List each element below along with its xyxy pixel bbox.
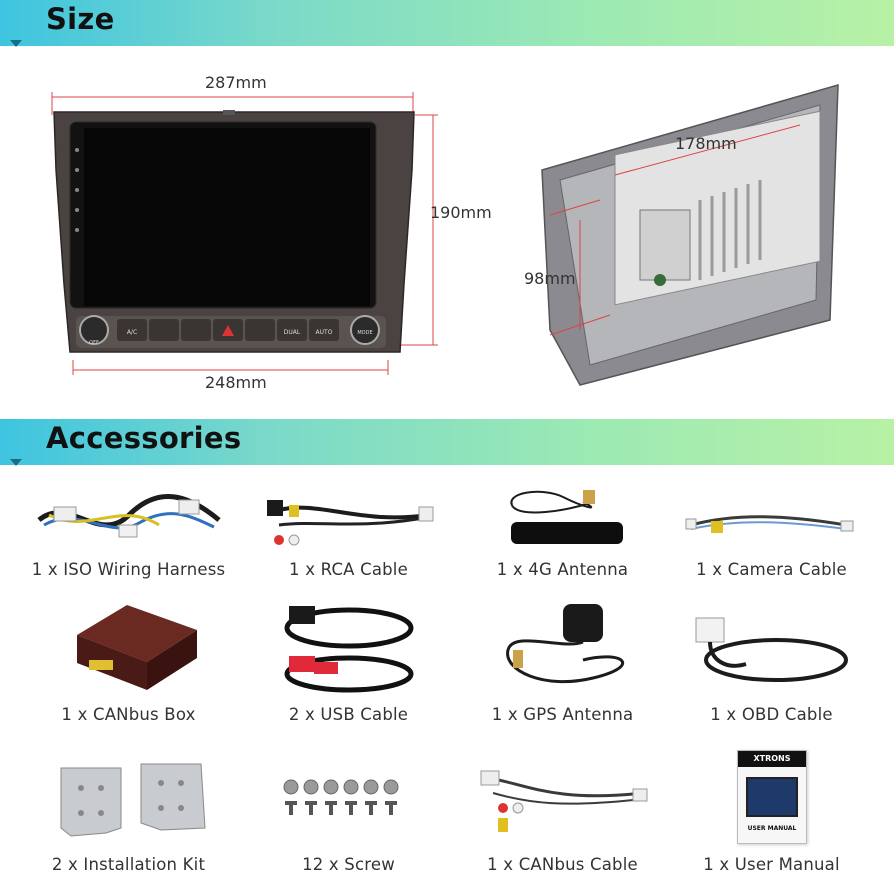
obd-cable-icon: [695, 617, 848, 682]
dimension-depth-width: 178mm: [675, 134, 737, 153]
accessory-obd-cable: 1 x OBD Cable: [660, 598, 883, 728]
gps-antenna-icon: [506, 604, 624, 684]
accessories-heading: Accessories: [46, 421, 242, 455]
accessory-user-manual: XTRONS USER MANUAL 1 x User Manual: [660, 748, 883, 875]
manual-device-image: [746, 777, 798, 817]
dimension-width-top: 287mm: [205, 73, 267, 92]
head-unit-front-view: A/C DUAL AUTO MODE OFF: [40, 70, 460, 400]
btn-auto-label: AUTO: [316, 329, 333, 336]
accessory-label: 1 x CANbus Cable: [487, 855, 638, 874]
manual-caption: USER MANUAL: [747, 825, 797, 832]
head-unit-rear-view: [520, 80, 860, 390]
accessory-label: 12 x Screw: [302, 855, 395, 874]
4g-antenna-icon: [510, 490, 623, 544]
accessory-rca-cable: 1 x RCA Cable: [237, 480, 460, 590]
dimension-depth-height: 98mm: [524, 269, 576, 288]
accessory-label: 2 x Installation Kit: [51, 855, 206, 874]
banner-corner-marker: [10, 459, 22, 466]
dimension-height: 190mm: [430, 203, 492, 222]
banner-corner-marker: [10, 40, 22, 47]
btn-off-label: OFF: [89, 340, 99, 346]
wiring-harness-icon: [37, 494, 221, 538]
accessory-4g-antenna: 1 x 4G Antenna: [451, 480, 674, 590]
btn-dual-label: DUAL: [284, 329, 301, 336]
canbus-cable-icon: [480, 770, 648, 832]
accessory-camera-cable: 1 x Camera Cable: [660, 480, 883, 590]
accessory-installation-kit: 2 x Installation Kit: [17, 748, 240, 875]
accessory-gps-antenna: 1 x GPS Antenna: [451, 598, 674, 728]
accessory-label: 2 x USB Cable: [288, 705, 409, 724]
accessory-label: 1 x Camera Cable: [696, 560, 847, 579]
size-banner: Size: [0, 0, 894, 47]
accessory-label: 1 x OBD Cable: [710, 705, 833, 724]
accessory-iso-wiring-harness: 1 x ISO Wiring Harness: [17, 480, 240, 590]
accessory-screw: 12 x Screw: [237, 748, 460, 875]
manual-header: XTRONS: [738, 751, 806, 767]
head-unit-front-drawing: A/C DUAL AUTO MODE OFF: [51, 92, 438, 375]
accessory-label: 1 x ISO Wiring Harness: [31, 560, 226, 579]
accessory-label: 1 x RCA Cable: [289, 560, 408, 579]
rca-cable-icon: [267, 500, 434, 546]
btn-mode-label: MODE: [357, 330, 372, 336]
camera-cable-icon: [685, 515, 854, 533]
accessory-label: 1 x User Manual: [703, 855, 840, 874]
installation-kit-icon: [60, 763, 206, 837]
accessory-label: 1 x GPS Antenna: [491, 705, 634, 724]
usb-cable-icon: [284, 606, 414, 693]
accessory-label: 1 x 4G Antenna: [496, 560, 629, 579]
canbus-box-icon: [77, 605, 197, 690]
accessories-banner: Accessories: [0, 419, 894, 466]
user-manual-icon: XTRONS USER MANUAL: [737, 750, 807, 844]
dimension-width-bottom: 248mm: [205, 373, 267, 392]
accessory-canbus-cable: 1 x CANbus Cable: [451, 748, 674, 875]
head-unit-rear-drawing: [541, 83, 839, 386]
accessory-canbus-box: 1 x CANbus Box: [17, 598, 240, 728]
screw-icon: [283, 779, 399, 815]
accessory-usb-cable: 2 x USB Cable: [237, 598, 460, 728]
size-heading: Size: [46, 2, 115, 36]
btn-ac-label: A/C: [127, 329, 137, 336]
accessory-label: 1 x CANbus Box: [61, 705, 196, 724]
manual-brand: XTRONS: [753, 754, 791, 763]
